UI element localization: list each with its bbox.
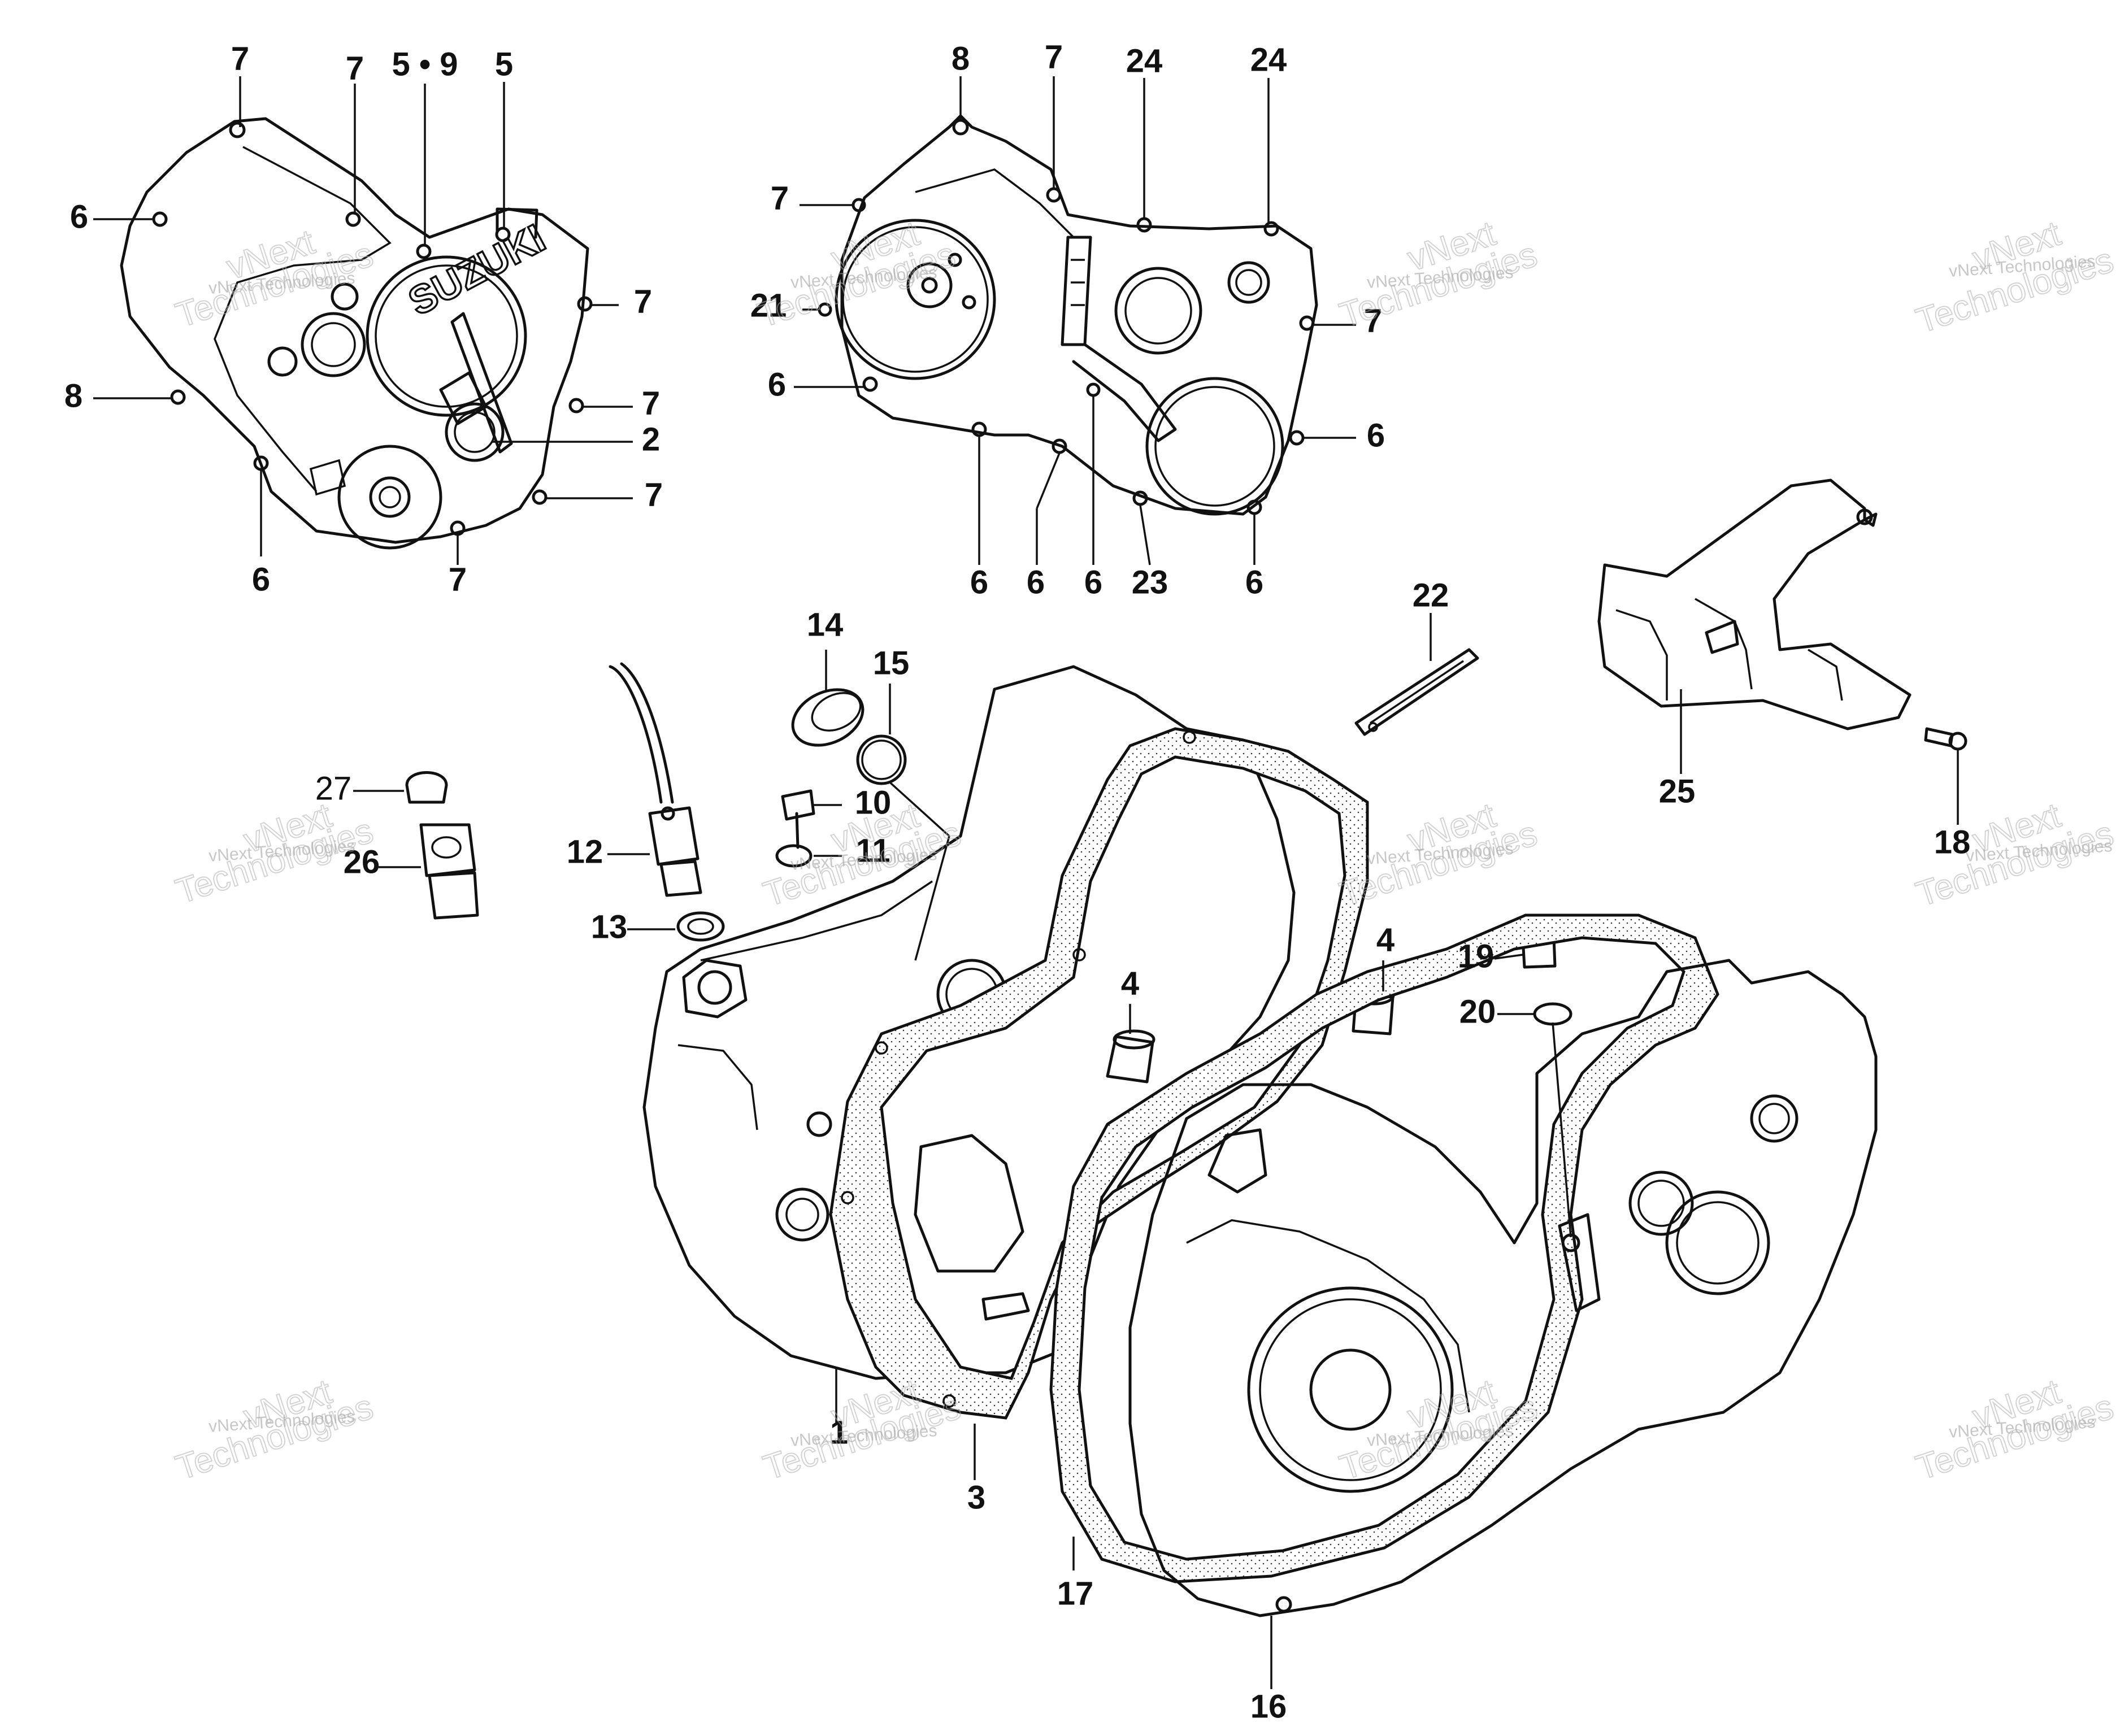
bolt-10: [781, 789, 815, 849]
watermark-mid-left: vNext vNext Technologies Technologies: [171, 795, 379, 912]
callout-7: 7: [449, 561, 467, 598]
callout-6: 6: [1027, 564, 1045, 601]
callout-24: 24: [1126, 42, 1163, 79]
watermark-mid-center: vNext vNext Technologies Technologies: [758, 795, 966, 915]
sensor-12: [609, 662, 702, 897]
washer-13: [676, 911, 725, 942]
callout-5-9: 5 • 9: [392, 46, 458, 82]
callout-6: 6: [768, 366, 786, 403]
callout-11: 11: [855, 832, 890, 869]
bolt-18: [1924, 727, 1967, 751]
callout-18: 18: [1934, 824, 1971, 860]
washer-20: [1533, 1002, 1572, 1026]
callout-6: 6: [1367, 417, 1385, 454]
callout-1: 1: [830, 1414, 848, 1451]
callout-26: 26: [344, 843, 380, 880]
callout-21: 21: [750, 287, 787, 324]
callout-7: 7: [771, 180, 789, 216]
callout-8: 8: [64, 377, 82, 414]
callout-15: 15: [873, 645, 910, 681]
callout-12: 12: [567, 833, 603, 870]
watermark-bottom-right-a: vNext vNext Technologies Technologies: [1335, 1372, 1543, 1489]
callout-13: 13: [591, 908, 628, 945]
callout-16: 16: [1250, 1688, 1287, 1725]
gasket-17: [1049, 913, 1719, 1583]
callout-4: 4: [1376, 921, 1394, 958]
callout-6: 6: [970, 564, 988, 601]
callout-6: 6: [70, 198, 88, 235]
watermark-top-right-b: vNext vNext Technologies Technologies: [1911, 214, 2119, 342]
callout-27: 27: [315, 770, 352, 807]
callout-17: 17: [1057, 1575, 1094, 1612]
callout-6: 6: [1245, 564, 1263, 601]
callout-7: 7: [1364, 302, 1382, 339]
callout-7: 7: [1045, 38, 1063, 75]
watermark-bottom-left: vNext vNext Technologies Technologies: [171, 1372, 379, 1489]
cap-27: [405, 771, 448, 804]
watermark-top-right-a: vNext vNext Technologies Technologies: [1335, 214, 1543, 336]
callout-3: 3: [967, 1479, 985, 1516]
dowel-4-left: [1106, 1029, 1155, 1084]
callout-7: 7: [346, 50, 364, 86]
callout-10: 10: [855, 784, 892, 821]
washer-11: [775, 844, 813, 868]
watermark-bottom-right-b: vNext vNext Technologies Technologies: [1911, 1372, 2119, 1489]
callout-24: 24: [1250, 41, 1287, 78]
callout-4: 4: [1121, 965, 1139, 1002]
crankcase-right: [1128, 959, 1878, 1617]
callout-2: 2: [642, 421, 660, 458]
clutch-cover: SUZUKI: [120, 117, 593, 550]
callout-6: 23: [1132, 564, 1168, 601]
callout-7: 7: [645, 476, 663, 513]
callout-23: 6: [1084, 564, 1102, 601]
callout-8: 8: [952, 40, 970, 77]
o-ring-15: [856, 734, 907, 785]
watermark-top-center: vNext vNext Technologies Technologies: [753, 214, 961, 336]
plug-14: [791, 688, 864, 747]
engine-bracket: [1597, 478, 1912, 730]
callout-25: 25: [1659, 773, 1696, 810]
plate-22: [1354, 648, 1479, 736]
callout-20: 20: [1459, 993, 1496, 1030]
callout-6: 6: [252, 561, 270, 598]
leader-lines: [93, 76, 1959, 1689]
callout-5: 5: [495, 46, 513, 82]
fitting-26: [419, 823, 479, 920]
callout-22: 22: [1413, 577, 1449, 614]
magneto-cover: [818, 114, 1318, 516]
callout-7: 7: [231, 40, 249, 77]
watermark-top-left: vNext vNext Technologies Technologies: [171, 222, 379, 336]
callout-14: 14: [807, 606, 844, 643]
callout-19: 19: [1458, 938, 1495, 974]
callout-7: 7: [642, 385, 660, 421]
callout-labels: 7 7 5 • 9 5 6 7 8 7 2 7 6 7 8 7 24 24 7 …: [64, 38, 1970, 1725]
callout-7: 7: [634, 283, 652, 320]
